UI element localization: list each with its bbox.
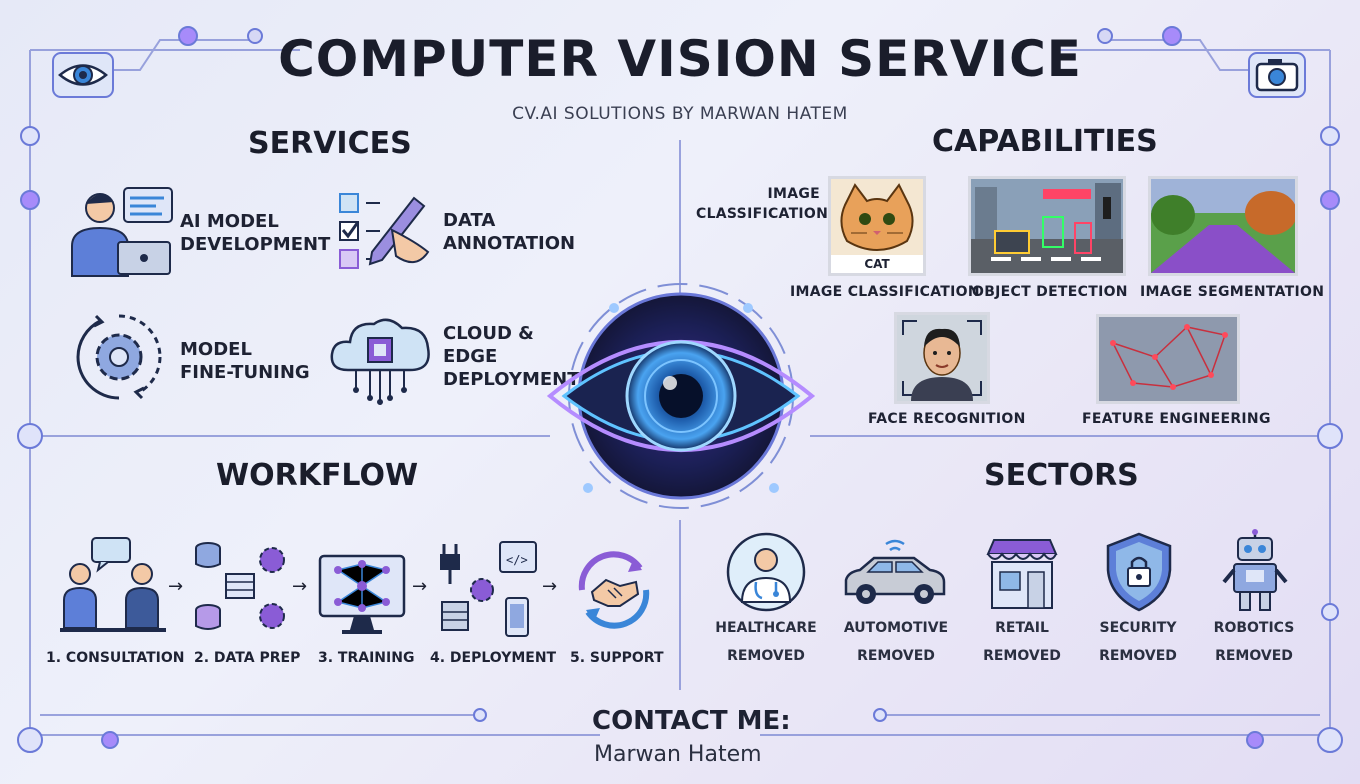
capability-label-object-detection: OBJECT DETECTION (972, 284, 1128, 300)
services-heading: SERVICES (248, 126, 412, 161)
deployment-icon: </> (440, 541, 537, 637)
cat-tag: CAT (864, 257, 890, 271)
consultation-icon (60, 537, 166, 632)
street-scene-icon (971, 179, 1123, 273)
workflow-step-2: 2. DATA PREP (194, 650, 301, 666)
contact-name: Marwan Hatem (594, 742, 762, 767)
cat-face-icon (831, 183, 923, 273)
workflow-step-5: 5. SUPPORT (570, 650, 664, 666)
svg-text:</>: </> (506, 553, 528, 567)
workflow-step-4: 4. DEPLOYMENT (430, 650, 557, 666)
street-image (968, 176, 1126, 276)
sector-healthcare: HEALTHCARE REMOVED (715, 620, 817, 664)
segmentation-image (1148, 176, 1298, 276)
data-prep-icon (195, 542, 285, 630)
retail-store-icon (986, 539, 1058, 609)
page-subtitle: CV.AI SOLUTIONS BY MARWAN HATEM (512, 104, 848, 124)
service-fine-tuning-label: MODEL FINE-TUNING (180, 339, 310, 383)
capability-label-feature-engineering: FEATURE ENGINEERING (1082, 411, 1271, 427)
eye-icon (52, 52, 114, 98)
robot-icon (1222, 529, 1288, 611)
feature-image (1096, 314, 1240, 404)
capability-callout: IMAGE CLASSIFICATION (696, 186, 829, 222)
page-title: COMPUTER VISION SERVICE (278, 30, 1082, 88)
cat-image: CAT (828, 176, 926, 276)
face-image (894, 312, 990, 404)
segmented-road-icon (1151, 179, 1295, 273)
sectors-heading: SECTORS (984, 458, 1139, 493)
central-eye-icon (546, 283, 816, 509)
automotive-icon (844, 539, 946, 604)
capabilities-heading: CAPABILITIES (932, 124, 1158, 159)
workflow-arrow-4: → (542, 576, 558, 597)
face-scan-icon (902, 320, 982, 401)
cloud-chip-icon (330, 318, 430, 405)
sector-automotive: AUTOMOTIVE REMOVED (843, 620, 949, 664)
service-data-annotation-label: DATA ANNOTATION (443, 210, 576, 254)
workflow-arrow-1: → (168, 576, 184, 597)
workflow-arrow-2: → (292, 576, 308, 597)
sector-robotics: ROBOTICS REMOVED (1213, 620, 1295, 664)
contact-heading: CONTACT ME: (592, 706, 791, 736)
gear-cycle-icon (76, 314, 162, 400)
support-handshake-icon (578, 551, 650, 629)
workflow-arrow-3: → (412, 576, 428, 597)
security-shield-icon (1106, 532, 1172, 612)
service-cloud-edge-label: CLOUD & EDGE DEPLOYMENT (443, 323, 580, 390)
sector-security: SECURITY REMOVED (1099, 620, 1177, 664)
capability-label-image-classification: IMAGE CLASSIFICATION (790, 284, 980, 300)
capability-label-face-recognition: FACE RECOGNITION (868, 411, 1026, 427)
developer-laptop-icon (71, 187, 173, 277)
workflow-heading: WORKFLOW (216, 458, 419, 493)
workflow-step-3: 3. TRAINING (318, 650, 415, 666)
capability-label-image-segmentation: IMAGE SEGMENTATION (1140, 284, 1325, 300)
service-ai-model-label: AI MODEL DEVELOPMENT (180, 211, 331, 255)
checklist-pen-icon (339, 193, 430, 269)
workflow-step-1: 1. CONSULTATION (46, 650, 185, 666)
feature-graph-icon (1110, 324, 1228, 390)
sector-retail: RETAIL REMOVED (983, 620, 1061, 664)
camera-icon (1248, 52, 1306, 98)
training-icon (318, 554, 406, 634)
healthcare-icon (726, 532, 806, 612)
